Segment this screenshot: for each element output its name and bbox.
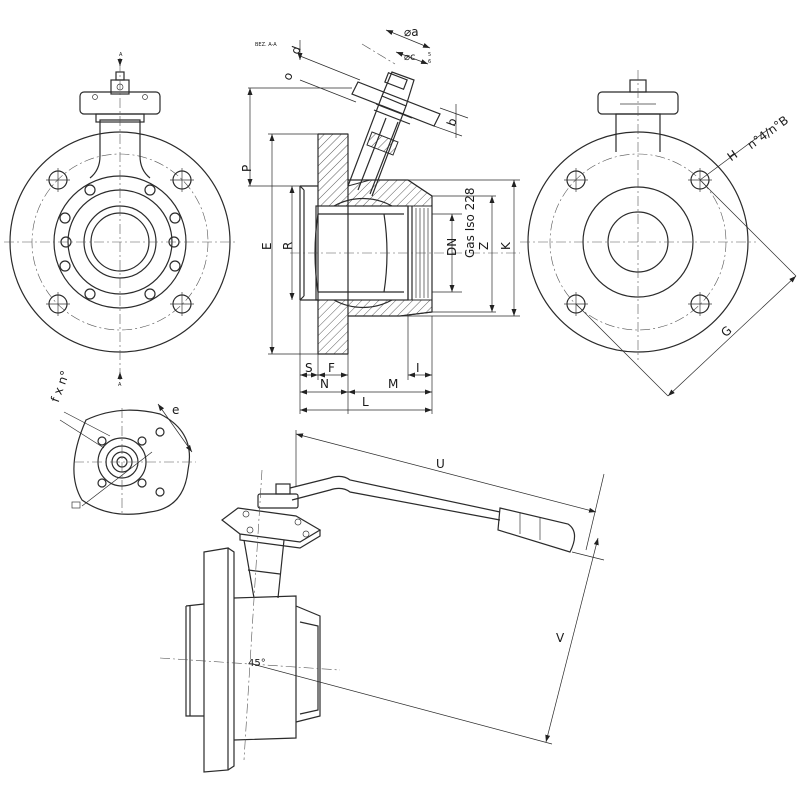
dim-angle: 45° (248, 658, 266, 669)
dim-c: ⌀c (404, 52, 416, 63)
dim-U: U (436, 457, 445, 471)
stem (347, 71, 441, 197)
outer-bolt-holes (46, 168, 194, 316)
dim-L: L (362, 395, 369, 409)
dim-E: E (260, 242, 274, 250)
dim-P: P (240, 165, 254, 172)
section-mark-bottom: A (118, 382, 122, 388)
dim-b: b (444, 116, 460, 128)
section-mark-top: A (119, 52, 123, 58)
dim-M: M (388, 377, 398, 391)
dim-N: N (320, 377, 329, 391)
section-note: BEZ. A-A (255, 42, 277, 48)
dim-c-sup: 5 (428, 52, 431, 58)
dim-gas-iso: Gas Iso 228 (463, 187, 477, 258)
dim-e: e (172, 403, 179, 417)
dim-F: F (328, 361, 335, 375)
dim-c-sub: 6 (428, 59, 431, 65)
isometric-view: 45° U V (159, 430, 605, 773)
dim-I: I (416, 361, 420, 375)
dim-Z: Z (477, 242, 491, 250)
dim-V: V (556, 631, 565, 645)
dim-R: R (281, 242, 295, 250)
dim-H: H (725, 147, 741, 164)
dim-f-x-n: f x n° (48, 369, 72, 404)
section-view: BEZ. A-A ⌀a ⌀ (240, 25, 520, 414)
dim-G: G (718, 323, 734, 340)
front-view: A A (4, 52, 236, 388)
dim-DN: DN (445, 238, 459, 256)
rear-view: H n°4/n°B G (520, 70, 797, 397)
dim-n4-nB: n°4/n°B (745, 113, 791, 152)
dim-a: ⌀a (404, 25, 419, 39)
top-detail-view: f x n° e (48, 369, 196, 516)
dim-d: d (288, 44, 304, 56)
dim-o: o (280, 70, 296, 82)
dim-S: S (305, 361, 313, 375)
dim-K: K (499, 241, 513, 250)
